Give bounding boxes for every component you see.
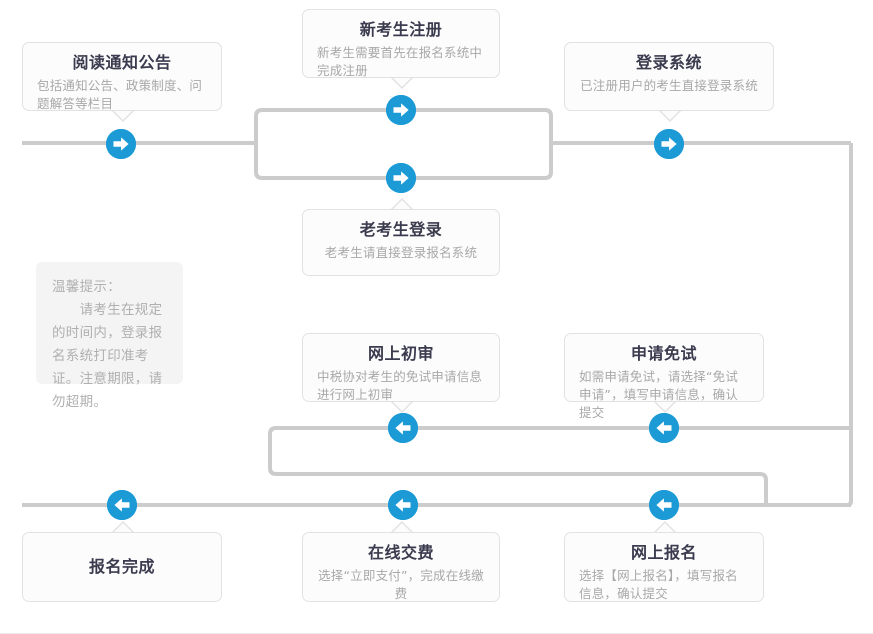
node-old-candidate-login[interactable]: 老考生登录 老考生请直接登录报名系统 [302,198,500,276]
node-title: 网上报名 [630,543,697,562]
node-description: 包括通知公告、政策制度、问题解答等栏目 [37,78,203,111]
node-title: 阅读通知公告 [72,53,172,72]
callout-tail-down [391,78,413,89]
callout-tail-up [112,521,134,532]
arrow-right-circle-icon[interactable] [654,129,684,159]
node-title: 登录系统 [635,53,702,72]
node-description: 如需申请免试，请选择“免试申请”，填写申请信息，确认提交 [579,369,739,420]
node-description: 老考生请直接登录报名系统 [324,245,478,260]
callout-tail-up [391,198,413,209]
arrow-left-circle-icon[interactable] [388,490,418,520]
node-title: 申请免试 [630,344,697,363]
node-apply-exemption[interactable]: 申请免试 如需申请免试，请选择“免试申请”，填写申请信息，确认提交 [564,333,764,420]
arrow-left-circle-icon[interactable] [388,413,418,443]
node-description: 选择“立即支付”，完成在线缴费 [318,568,484,601]
arrow-right-circle-icon[interactable] [106,129,136,159]
callout-tail-up [654,521,676,532]
callout-tail-down [659,111,681,122]
callout-tail-up [391,521,413,532]
node-online-registration[interactable]: 网上报名 选择【网上报名】，填写报名信息，确认提交 [564,521,764,602]
node-title: 老考生登录 [359,220,443,239]
callout-tail-down [654,402,676,413]
warm-tip-panel: 温馨提示： 请考生在规定的时间内，登录报名系统打印准考证。注意期限，请勿超期。 [36,262,183,410]
node-title: 报名完成 [88,556,155,576]
arrow-left-circle-icon[interactable] [649,490,679,520]
node-description: 中税协对考生的免试申请信息进行网上初审 [317,369,483,402]
arrow-right-circle-icon[interactable] [386,95,416,125]
node-online-first-review[interactable]: 网上初审 中税协对考生的免试申请信息进行网上初审 [302,333,500,413]
node-description: 已注册用户的考生直接登录系统 [580,78,758,93]
node-title: 新考生注册 [359,20,443,39]
arrow-right-circle-icon[interactable] [386,163,416,193]
node-online-payment[interactable]: 在线交费 选择“立即支付”，完成在线缴费 [302,521,500,602]
node-registration-complete[interactable]: 报名完成 [22,521,222,602]
node-description: 选择【网上报名】，填写报名信息，确认提交 [579,568,738,601]
warm-tip-text: 温馨提示： 请考生在规定的时间内，登录报名系统打印准考证。注意期限，请勿超期。 [52,279,163,410]
line-mid-return [268,426,851,505]
node-title: 在线交费 [367,543,434,562]
arrow-left-circle-icon[interactable] [107,490,137,520]
arrow-left-circle-icon[interactable] [649,413,679,443]
node-title: 网上初审 [367,344,434,363]
node-read-notice[interactable]: 阅读通知公告 包括通知公告、政策制度、问题解答等栏目 [22,42,222,122]
node-login-system[interactable]: 登录系统 已注册用户的考生直接登录系统 [564,42,774,122]
node-new-candidate-register[interactable]: 新考生注册 新考生需要首先在报名系统中完成注册 [302,9,500,89]
node-description: 新考生需要首先在报名系统中完成注册 [317,45,483,78]
callout-tail-down [391,402,413,413]
line-right-vertical [846,143,853,507]
callout-tail-down [112,111,134,122]
